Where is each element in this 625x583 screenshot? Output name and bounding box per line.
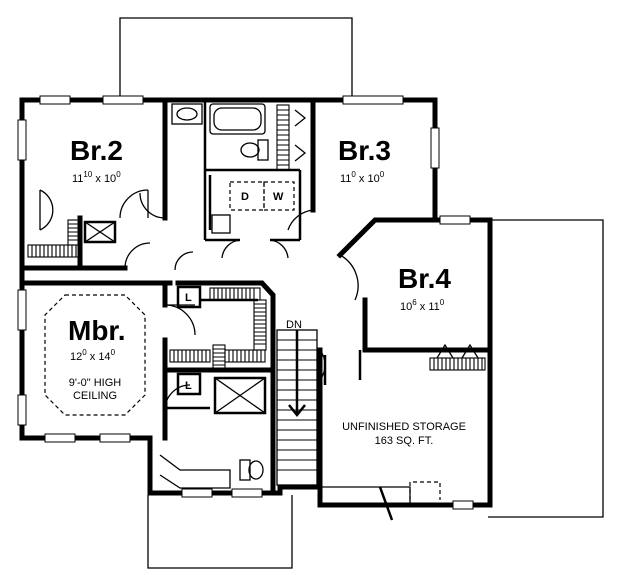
front-porch-outline	[147, 495, 293, 569]
room-br2: Br.2 1110 x 100	[70, 135, 123, 185]
room-br3: Br.3 110 x 100	[338, 135, 391, 185]
mbr-dims: 120 x 140	[70, 348, 116, 363]
laundry-closet	[229, 181, 295, 211]
garage-roof-outline	[488, 219, 604, 518]
room-br4: Br.4 106 x 110	[398, 263, 451, 313]
br2-dims: 1110 x 100	[72, 170, 121, 185]
linen-closet-label-1: L	[185, 292, 192, 304]
br4-name: Br.4	[398, 263, 451, 294]
bath-fixtures	[159, 103, 269, 489]
chase-box	[213, 376, 267, 415]
room-mbr: Mbr. 120 x 140 9'-0" HIGH CEILING	[68, 315, 126, 402]
upper-roof-outline	[119, 17, 353, 100]
stairs-dn-label: DN	[286, 319, 302, 331]
br3-dims: 110 x 100	[340, 170, 385, 185]
linen-closets	[83, 220, 202, 396]
mbr-name: Mbr.	[68, 315, 126, 346]
interior-walls	[19, 97, 493, 508]
dryer-label: D	[241, 191, 249, 203]
mbr-ceiling-outline	[44, 294, 146, 416]
br3-name: Br.3	[338, 135, 391, 166]
br4-dims: 106 x 110	[400, 298, 445, 313]
doors	[39, 189, 359, 411]
storage-label: UNFINISHED STORAGE	[342, 421, 466, 433]
closet-shelving	[27, 104, 486, 371]
mbr-ceiling-note-2: CEILING	[73, 390, 117, 402]
storage-details	[320, 481, 441, 521]
washer-label: W	[273, 191, 284, 203]
storage-area: 163 SQ. FT.	[375, 435, 434, 447]
windows	[17, 95, 474, 510]
mbr-ceiling-note-1: 9'-0" HIGH	[69, 377, 122, 389]
stairs	[276, 329, 327, 486]
storage-room: UNFINISHED STORAGE 163 SQ. FT.	[342, 421, 466, 447]
br2-name: Br.2	[70, 135, 123, 166]
linen-closet-label-2: L	[185, 380, 192, 392]
